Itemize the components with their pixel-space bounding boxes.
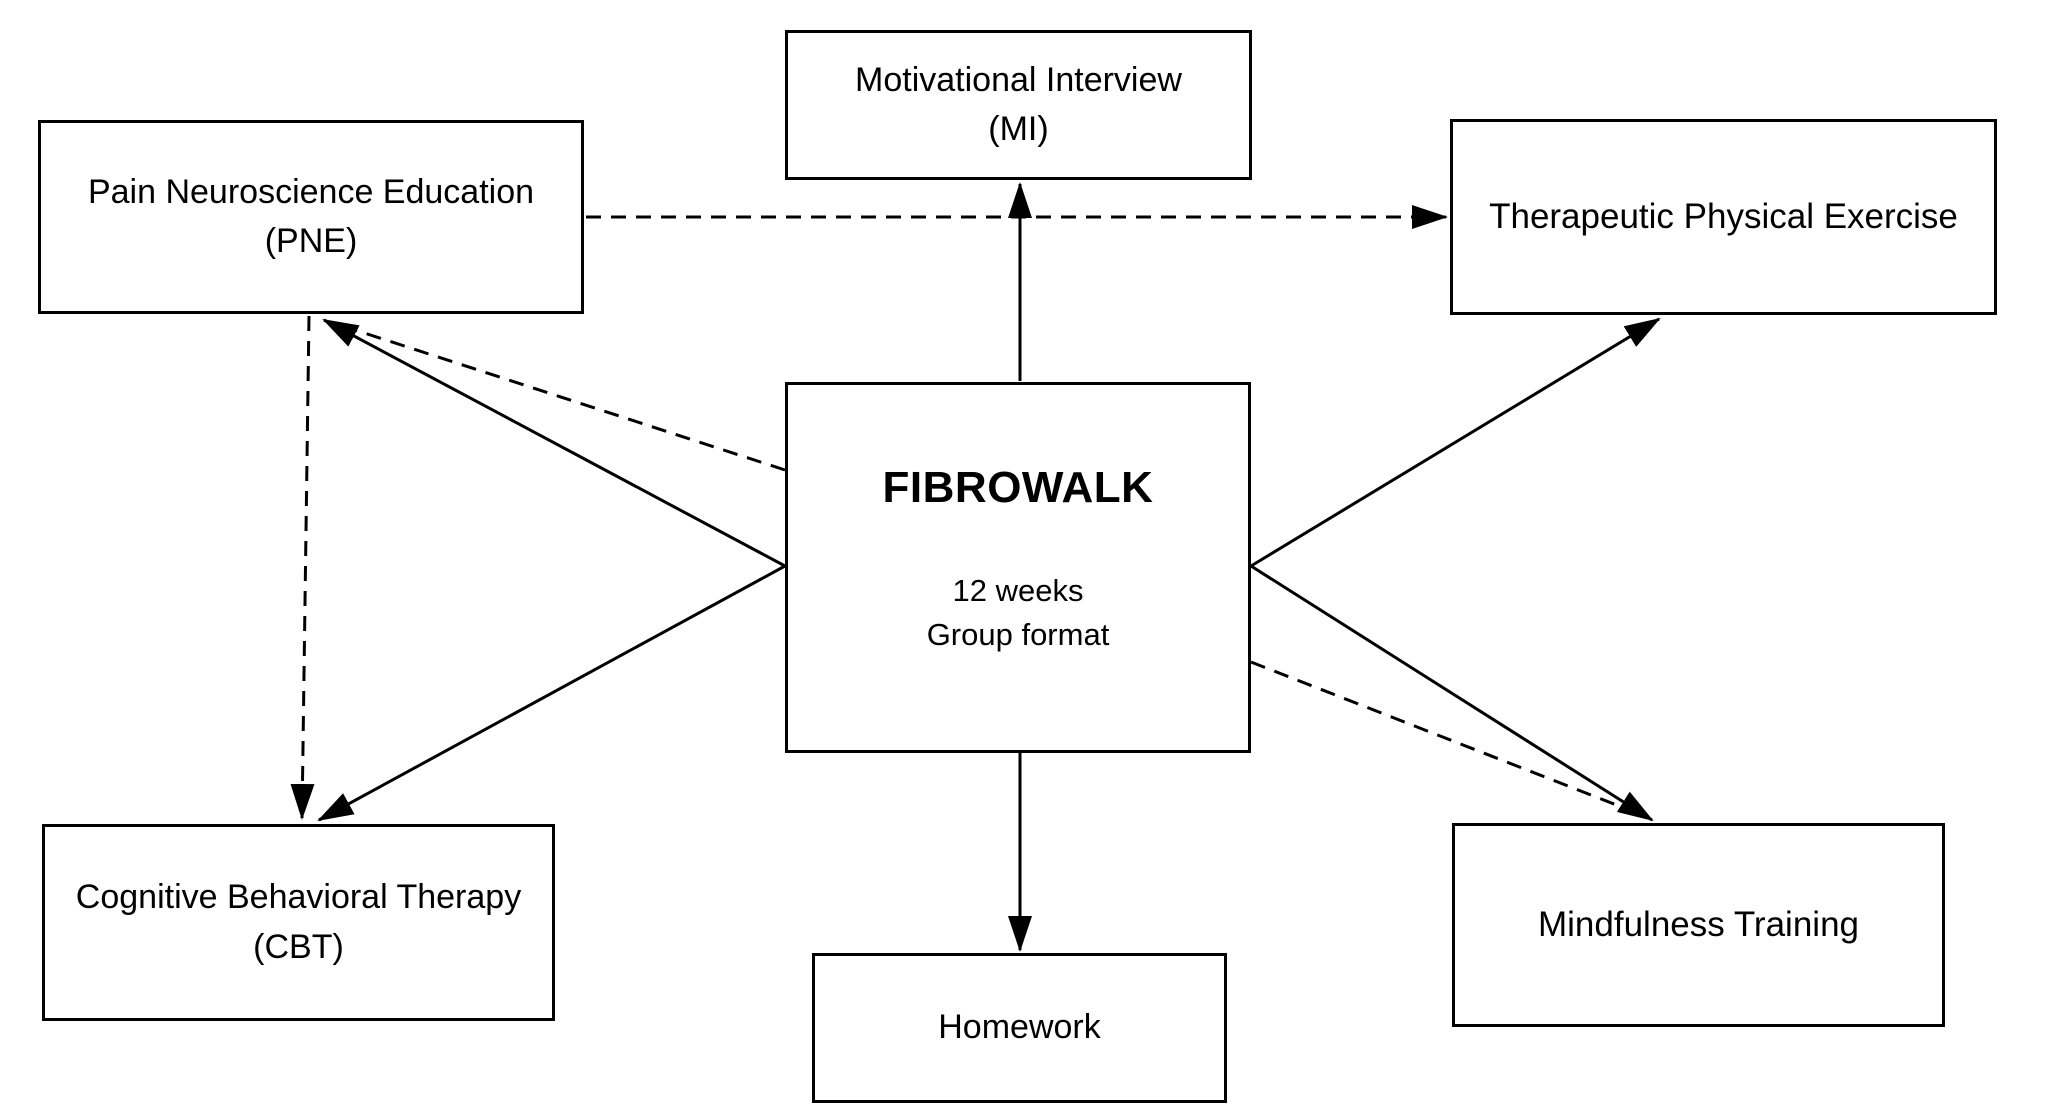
node-label: Cognitive Behavioral Therapy bbox=[75, 878, 522, 917]
edge-fibrowalk-to-mindfulness-solid bbox=[1250, 564, 1654, 822]
node-homework: Homework bbox=[812, 953, 1227, 1103]
edge-pne-to-cbt bbox=[290, 315, 315, 820]
node-label: Motivational Interview bbox=[855, 60, 1182, 99]
fibrowalk-duration: 12 weeks bbox=[952, 572, 1084, 608]
node-mindfulness-training: Mindfulness Training bbox=[1452, 823, 1945, 1027]
edge-fibrowalk-to-pne-solid bbox=[322, 318, 786, 568]
node-abbreviation: (MI) bbox=[988, 110, 1049, 148]
node-fibrowalk: FIBROWALK 12 weeks Group format bbox=[785, 382, 1251, 753]
edge-fibrowalk-to-cbt bbox=[317, 564, 786, 822]
node-label: Pain Neuroscience Education bbox=[87, 172, 535, 211]
edge-fibrowalk-to-tpe bbox=[1250, 317, 1661, 568]
node-abbreviation: (PNE) bbox=[264, 222, 358, 260]
node-motivational-interview: Motivational Interview (MI) bbox=[785, 30, 1252, 180]
node-label: Mindfulness Training bbox=[1538, 904, 1859, 944]
node-label: Therapeutic Physical Exercise bbox=[1489, 196, 1958, 236]
node-abbreviation: (CBT) bbox=[253, 927, 344, 966]
node-therapeutic-physical-exercise: Therapeutic Physical Exercise bbox=[1450, 119, 1997, 315]
fibrowalk-details: 12 weeks Group format bbox=[927, 569, 1110, 657]
node-cognitive-behavioral-therapy: Cognitive Behavioral Therapy (CBT) bbox=[42, 824, 555, 1021]
fibrowalk-title: FIBROWALK bbox=[882, 463, 1154, 512]
node-pain-neuroscience-education: Pain Neuroscience Education (PNE) bbox=[38, 120, 584, 314]
node-label: Homework bbox=[938, 1008, 1101, 1047]
edge-fibrowalk-to-pne-dashed bbox=[348, 326, 786, 472]
fibrowalk-format: Group format bbox=[926, 616, 1110, 652]
edge-fibrowalk-to-mindfulness-dashed bbox=[1250, 660, 1638, 815]
